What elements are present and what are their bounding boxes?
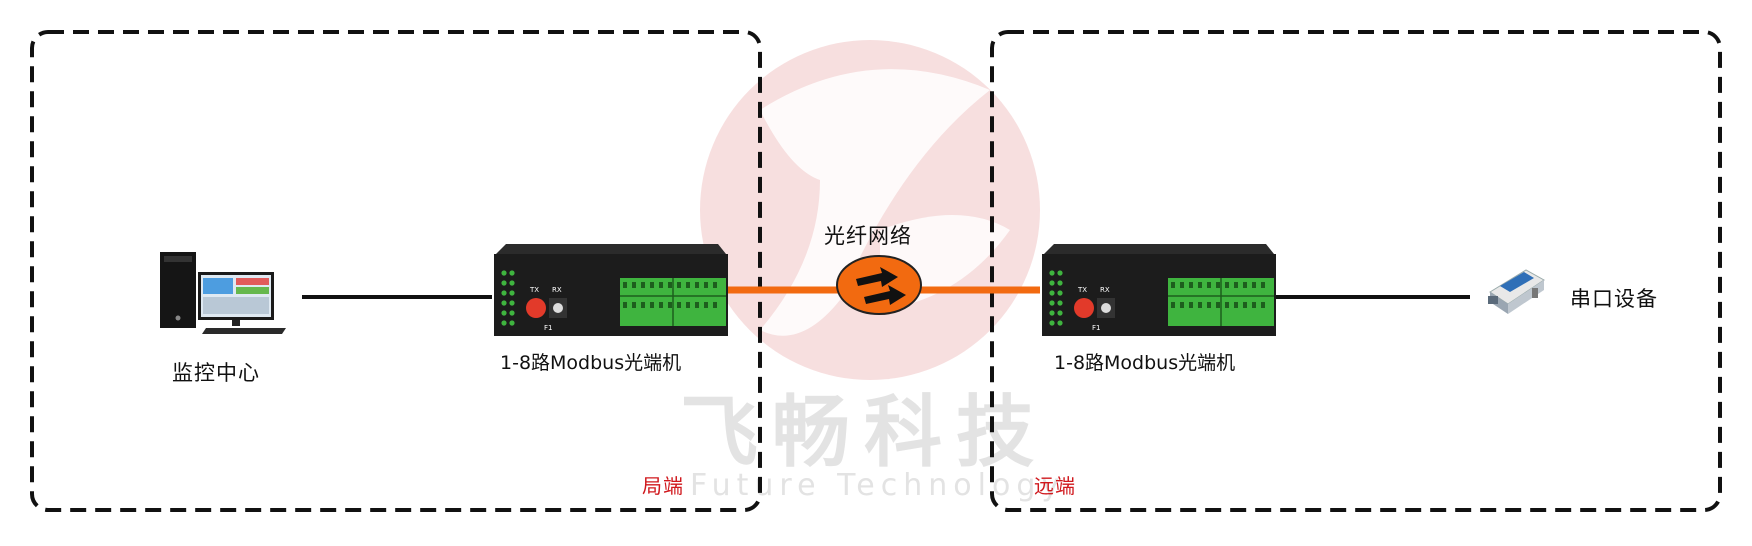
watermark-en: Future Technology <box>690 468 1066 503</box>
local-side-tag: 局端 <box>642 474 684 498</box>
svg-text:TX: TX <box>1077 286 1087 294</box>
serial-device-icon <box>1484 262 1548 322</box>
svg-text:F1: F1 <box>1092 324 1100 332</box>
local-zone <box>30 30 762 512</box>
fiber-network-icon <box>834 253 924 317</box>
fiber-network-label: 光纤网络 <box>824 224 912 248</box>
remote-zone <box>990 30 1722 512</box>
local-device-label: 1-8路Modbus光端机 <box>500 352 682 374</box>
pc-icon <box>156 248 290 334</box>
svg-text:RX: RX <box>552 286 562 294</box>
svg-text:TX: TX <box>529 286 539 294</box>
remote-fiber-transceiver: TX RX F1 <box>1040 240 1278 338</box>
pc-label: 监控中心 <box>172 361 260 385</box>
remote-side-tag: 远端 <box>1034 474 1076 498</box>
serial-device-label: 串口设备 <box>1570 287 1658 311</box>
watermark-cn: 飞畅科技 <box>680 388 1049 478</box>
svg-text:F1: F1 <box>544 324 552 332</box>
local-fiber-transceiver: TX RX F1 <box>492 240 730 338</box>
svg-text:RX: RX <box>1100 286 1110 294</box>
remote-device-label: 1-8路Modbus光端机 <box>1054 352 1236 374</box>
